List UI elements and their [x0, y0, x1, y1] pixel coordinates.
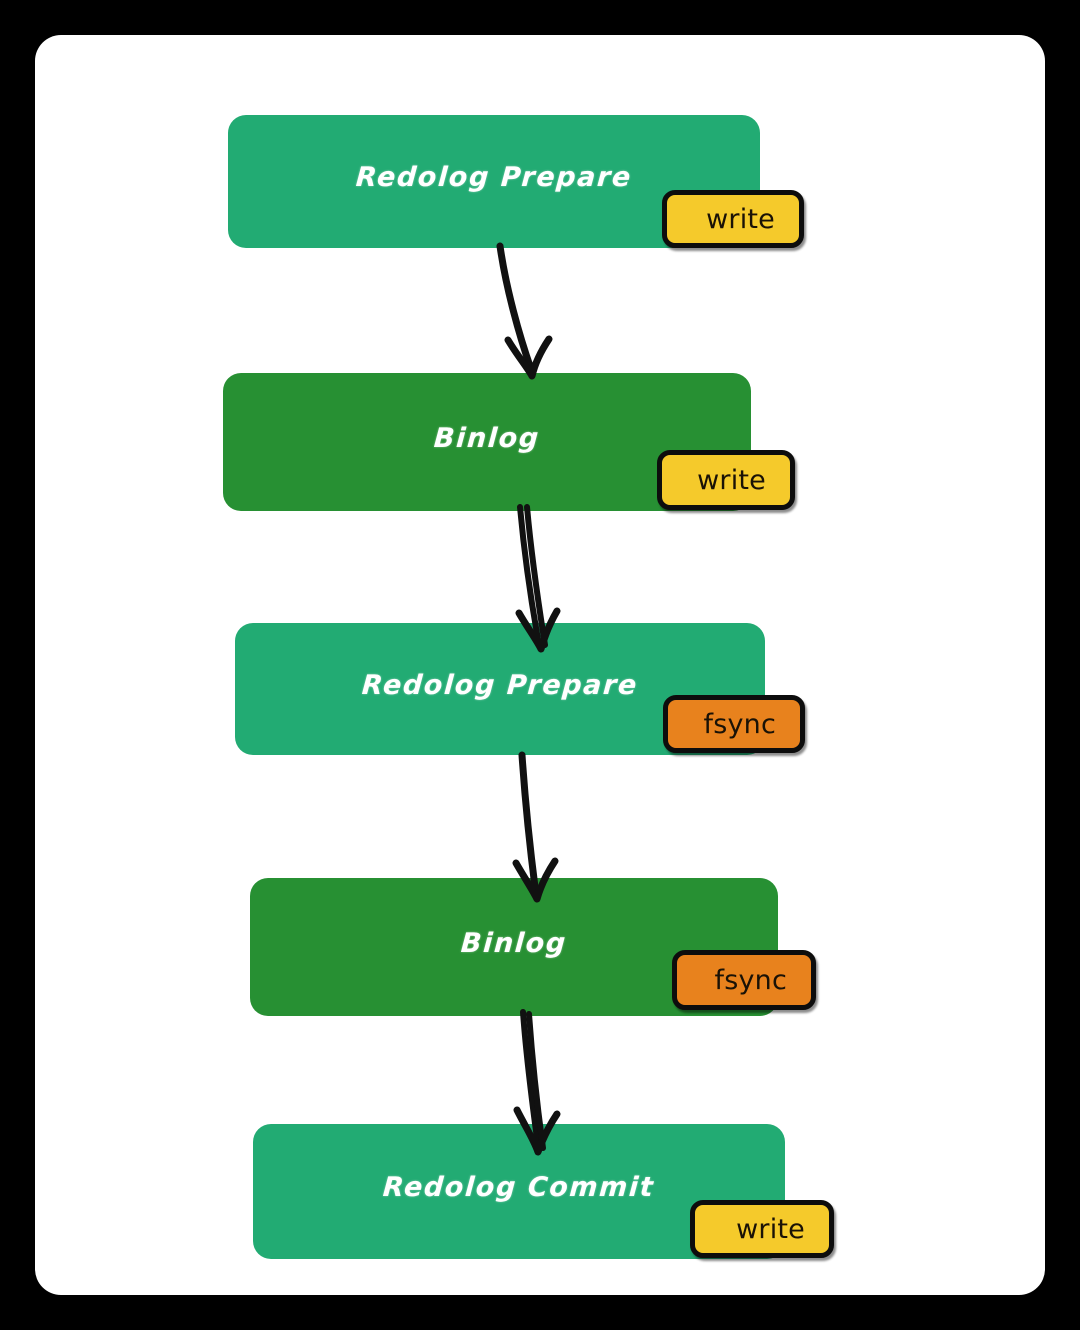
diagram-stage: Redolog Prepare write Binlog write	[35, 35, 1045, 1295]
badge-label: write	[706, 203, 775, 235]
badge-label: fsync	[714, 964, 787, 996]
flow-node-label: Redolog Prepare	[360, 669, 640, 701]
badge-label: write	[736, 1213, 805, 1245]
badge-write-2[interactable]: write	[657, 450, 795, 510]
arrow-shaft	[496, 242, 535, 373]
flow-arrow-2	[505, 504, 605, 653]
arrow-head	[512, 857, 559, 903]
badge-label: fsync	[703, 708, 776, 740]
arrow-shaft	[517, 504, 542, 648]
badge-fsync-1[interactable]: fsync	[663, 695, 805, 753]
arrow-shaft	[518, 751, 540, 899]
flow-arrow-3	[500, 751, 600, 903]
arrow-shaft-sketch	[526, 1011, 546, 1151]
arrow-head	[513, 1106, 561, 1156]
arrow-head	[504, 335, 553, 380]
badge-write-1[interactable]: write	[662, 190, 804, 248]
flow-arrow-4	[505, 1009, 605, 1156]
badge-write-3[interactable]: write	[690, 1200, 834, 1258]
flow-node-label: Binlog	[433, 422, 541, 454]
flow-node-label: Redolog Prepare	[354, 162, 634, 193]
arrow-head	[515, 607, 561, 653]
flow-node-label: Binlog	[460, 927, 568, 959]
badge-fsync-2[interactable]: fsync	[672, 950, 816, 1010]
diagram-card: Redolog Prepare write Binlog write	[35, 35, 1045, 1295]
arrow-shaft-sketch	[524, 504, 548, 648]
flow-node-label: Redolog Commit	[382, 1172, 656, 1203]
badge-label: write	[697, 464, 766, 496]
flow-arrow-1	[475, 242, 585, 388]
arrow-shaft	[520, 1009, 541, 1149]
